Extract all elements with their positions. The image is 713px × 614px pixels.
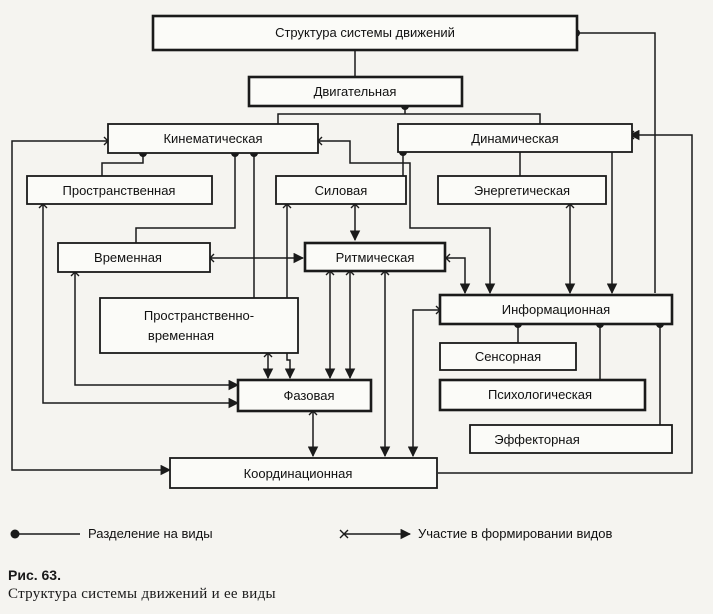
box-phase-label: Фазовая [283,388,334,403]
box-motor: Двигательная [247,75,464,108]
box-rhythmic-label: Ритмическая [336,250,415,265]
box-force: Силовая [275,175,407,205]
box-coordination-label: Координационная [244,466,353,481]
legend-participation-label: Участие в формировании видов [418,526,612,541]
box-rhythmic: Ритмическая [303,241,447,273]
box-structure-label: Структура системы движений [275,25,455,40]
connectors [11,32,693,476]
legend-participation: Участие в формировании видов [339,526,612,541]
box-psychological: Психологическая [438,378,647,412]
box-psychological-label: Психологическая [488,387,592,402]
box-coordination: Координационная [169,457,438,489]
box-dynamic-label: Динамическая [471,131,558,146]
box-informational: Информационная [438,293,674,326]
box-kinematic: Кинематическая [107,123,319,154]
box-structure: Структура системы движений [151,14,579,52]
box-effector: Эффекторная [469,424,673,454]
legend-division: Разделение на виды [10,526,213,541]
box-sensory: Сенсорная [439,342,577,371]
box-temporal-label: Временная [94,250,162,265]
box-motor-label: Двигательная [314,84,397,99]
box-spatial-label: Пространственная [63,183,176,198]
box-energetic-label: Энергетическая [474,183,570,198]
box-sensory-label: Сенсорная [475,349,541,364]
box-spatiotemporal-label-line2: временная [148,328,214,343]
box-temporal: Временная [57,242,211,273]
box-phase: Фазовая [236,378,373,413]
box-effector-label: Эффекторная [494,432,580,447]
box-informational-label: Информационная [502,302,610,317]
box-kinematic-label: Кинематическая [163,131,262,146]
participation-crosses [38,130,635,416]
figure-title: Структура системы движений и ее виды [8,586,276,602]
figure-number: Рис. 63. [8,567,61,583]
box-spatiotemporal-label-line1: Пространственно- [144,308,254,323]
box-dynamic: Динамическая [397,123,633,153]
legend-division-label: Разделение на виды [88,526,213,541]
box-force-label: Силовая [315,183,368,198]
legend: Разделение на виды Участие в формировани… [10,526,612,541]
box-spatiotemporal: Пространственно- временная [99,297,299,354]
box-energetic: Энергетическая [437,175,607,205]
box-spatial: Пространственная [26,175,213,205]
